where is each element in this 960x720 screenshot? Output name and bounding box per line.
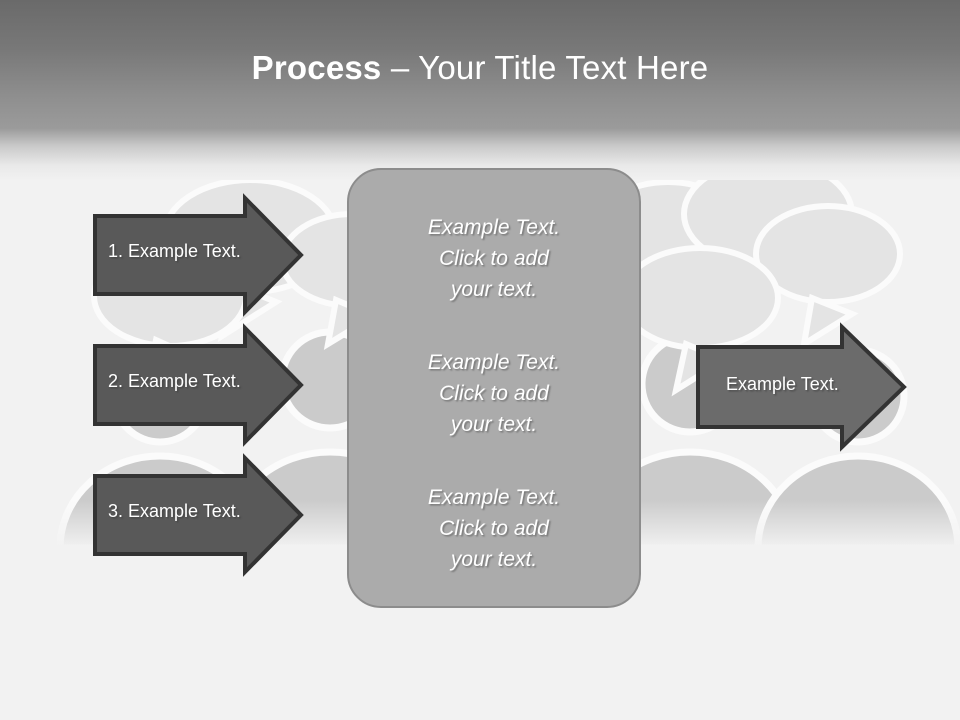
panel-text-block-1[interactable]: Example Text. Click to add your text. (427, 216, 561, 301)
input-arrow-1[interactable]: 1. Example Text. (93, 193, 304, 317)
input-arrow-2[interactable]: 2. Example Text. (93, 323, 304, 447)
panel-text-block-3[interactable]: Example Text. Click to add your text. (427, 486, 561, 571)
page-title-emphasis: Process (251, 49, 382, 86)
input-arrow-3[interactable]: 3. Example Text. (93, 453, 304, 577)
panel-text-block-2[interactable]: Example Text. Click to add your text. (427, 351, 561, 436)
title-band (0, 0, 960, 129)
page-title-rest: – Your Title Text Here (381, 49, 709, 86)
page-title: Process – Your Title Text Here (0, 48, 960, 88)
center-content-panel[interactable]: Example Text. Click to add your text. Ex… (347, 168, 641, 608)
output-arrow[interactable]: Example Text. (696, 322, 908, 452)
